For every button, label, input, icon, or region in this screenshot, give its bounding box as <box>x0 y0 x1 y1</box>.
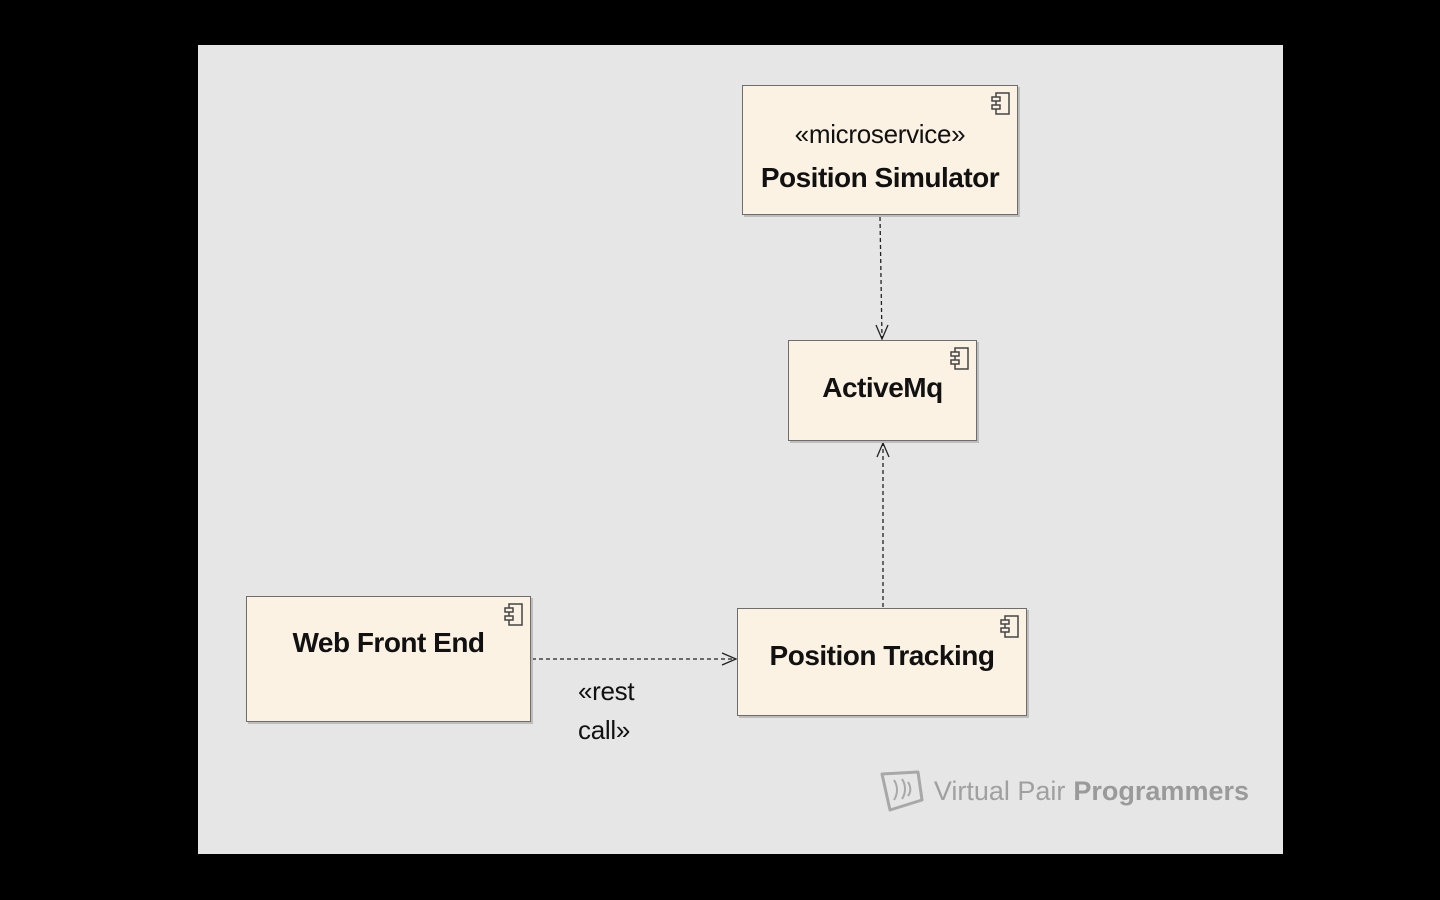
component-name: Position Simulator <box>760 162 1000 193</box>
diagram-canvas: «microservice» Position Simulator Active… <box>198 45 1283 854</box>
edge-arrowhead <box>721 652 738 666</box>
component-name: ActiveMq <box>822 372 943 403</box>
edge-arrowhead <box>875 324 889 341</box>
watermark-text: Virtual Pair <box>933 775 1066 806</box>
dependency-edges <box>532 216 890 666</box>
component-icon <box>991 92 1010 115</box>
edge-label-line: call» <box>578 715 630 745</box>
component-name: Position Tracking <box>769 640 995 671</box>
component-position-simulator[interactable]: «microservice» Position Simulator <box>742 85 1018 215</box>
component-name: Web Front End <box>292 627 485 658</box>
stereotype-label: «microservice» <box>794 119 966 149</box>
watermark-text-bold: Programmers <box>1073 775 1249 806</box>
edge-simulator-to-activemq <box>879 216 883 340</box>
edge-label-rest-call: «rest call» <box>578 672 635 750</box>
edge-arrowhead <box>876 441 890 458</box>
vpp-logo-icon <box>880 770 924 812</box>
component-position-tracking[interactable]: Position Tracking <box>737 608 1027 716</box>
component-icon <box>950 347 969 370</box>
watermark-logo: Virtual Pair Programmers <box>878 770 1249 812</box>
component-icon <box>504 603 523 626</box>
component-icon <box>1000 615 1019 638</box>
component-activemq[interactable]: ActiveMq <box>788 340 977 441</box>
component-web-front-end[interactable]: Web Front End <box>246 596 531 722</box>
edge-label-line: «rest <box>578 676 635 706</box>
